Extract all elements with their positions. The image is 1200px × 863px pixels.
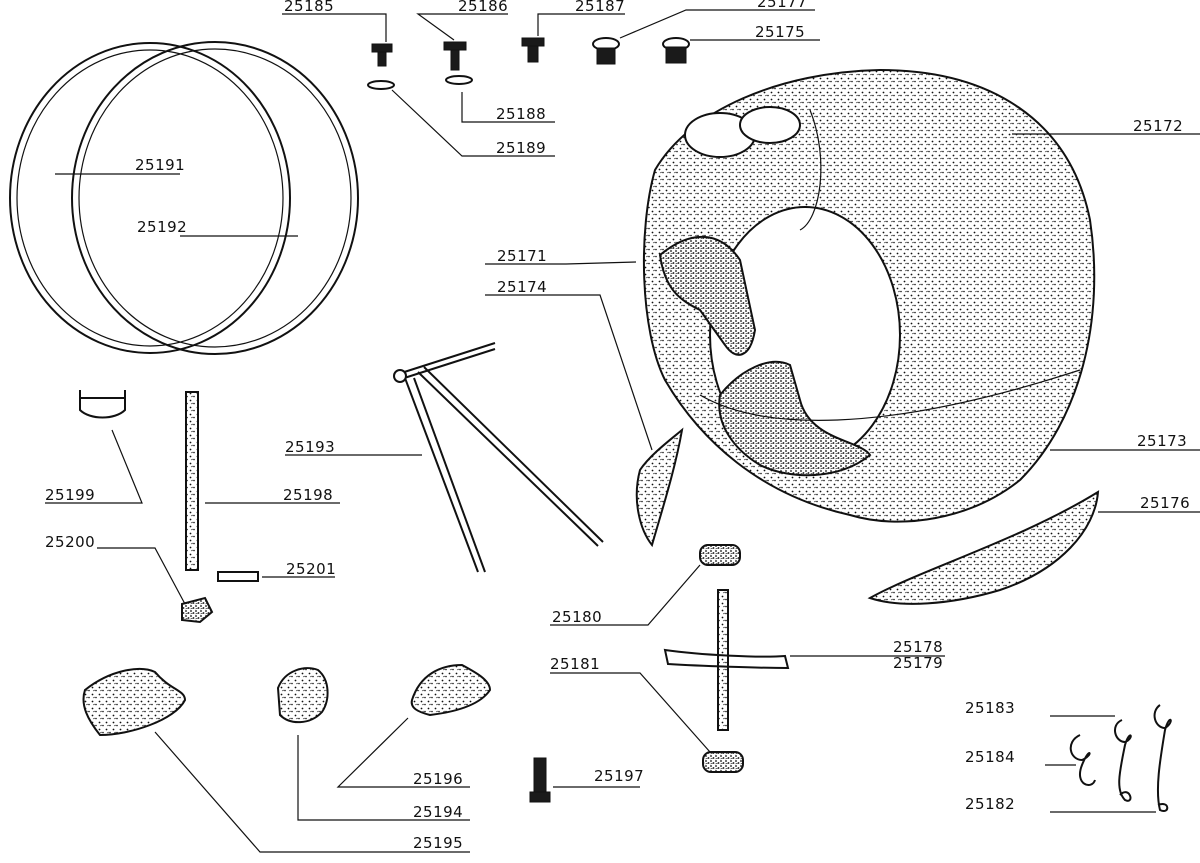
label-25178: 25178 xyxy=(893,638,943,656)
label-25173: 25173 xyxy=(1137,432,1187,450)
tripod-25193-drawing xyxy=(393,342,604,573)
label-25175: 25175 xyxy=(755,23,805,41)
label-25180: 25180 xyxy=(552,608,602,626)
springs-drawing xyxy=(1069,704,1172,813)
label-25184: 25184 xyxy=(965,748,1015,766)
label-25201: 25201 xyxy=(286,560,336,578)
shaft-assembly-drawing xyxy=(663,544,790,773)
label-25176: 25176 xyxy=(1140,494,1190,512)
leader-lines xyxy=(45,9,1200,853)
label-25186: 25186 xyxy=(458,0,508,15)
fasteners-drawing xyxy=(367,37,690,90)
label-25177: 25177 xyxy=(757,0,807,11)
part-labels: 25185 25186 25187 25177 25175 25188 2518… xyxy=(45,0,1190,852)
label-25197: 25197 xyxy=(594,767,644,785)
label-25181: 25181 xyxy=(550,655,600,673)
label-25189: 25189 xyxy=(496,139,546,157)
label-25193: 25193 xyxy=(285,438,335,456)
label-25171: 25171 xyxy=(497,247,547,265)
label-25174: 25174 xyxy=(497,278,547,296)
bolt-25197-drawing xyxy=(529,757,551,803)
label-25185: 25185 xyxy=(284,0,334,15)
label-25179: 25179 xyxy=(893,654,943,672)
cowling-drawing xyxy=(642,68,1096,523)
label-25182: 25182 xyxy=(965,795,1015,813)
strip-25176-drawing xyxy=(867,490,1100,605)
rod-and-small-parts-drawing xyxy=(79,390,259,624)
label-25199: 25199 xyxy=(45,486,95,504)
label-25188: 25188 xyxy=(496,105,546,123)
label-25191: 25191 xyxy=(135,156,185,174)
label-25187: 25187 xyxy=(575,0,625,15)
label-25183: 25183 xyxy=(965,699,1015,717)
brackets-drawing xyxy=(82,663,492,737)
strip-25174-drawing xyxy=(635,427,684,548)
label-25194: 25194 xyxy=(413,803,463,821)
label-25172: 25172 xyxy=(1133,117,1183,135)
label-25195: 25195 xyxy=(413,834,463,852)
ring-parts-drawing xyxy=(9,41,359,355)
label-25192: 25192 xyxy=(137,218,187,236)
label-25198: 25198 xyxy=(283,486,333,504)
label-25196: 25196 xyxy=(413,770,463,788)
label-25200: 25200 xyxy=(45,533,95,551)
